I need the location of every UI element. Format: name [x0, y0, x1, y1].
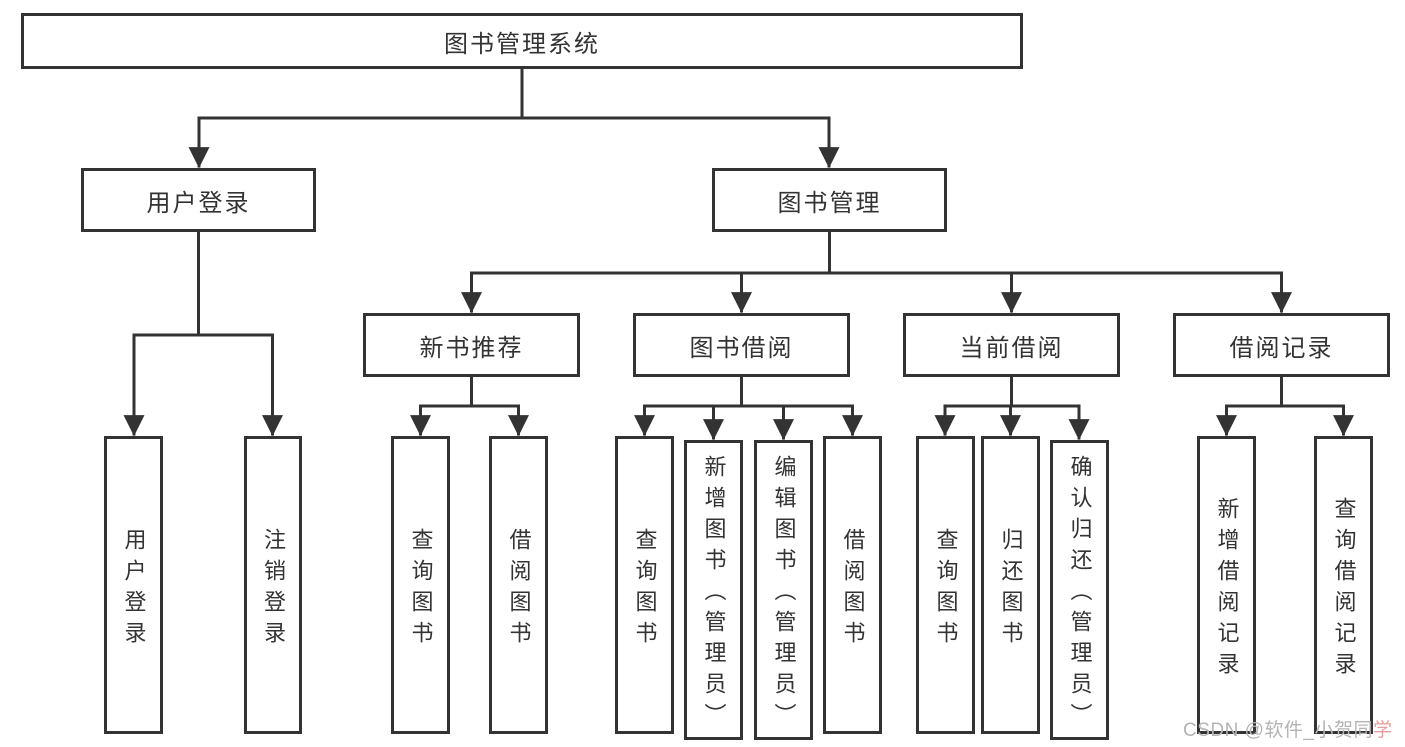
node-label: 注销登录	[261, 527, 286, 652]
leaf-bb-add-books-admin: 新增图书（管理员）	[684, 440, 743, 740]
group-current-borrow: 当前借阅	[903, 313, 1120, 377]
node-label: 查询借阅记录	[1331, 496, 1357, 683]
leaf-bb-query-books: 查询图书	[615, 436, 674, 734]
group-borrow-records: 借阅记录	[1173, 313, 1390, 377]
watermark-text: CSDN @软件_小贺同	[1183, 720, 1373, 741]
node-label: 用户登录	[121, 527, 147, 652]
node-label: 编辑图书（管理员）	[771, 455, 797, 734]
group-new-book-recommend: 新书推荐	[363, 313, 580, 377]
node-label: 确认归还（管理员）	[1067, 455, 1093, 734]
leaf-cb-confirm-return-admin: 确认归还（管理员）	[1050, 440, 1109, 740]
node-label: 借阅图书	[840, 527, 866, 652]
node-label: 当前借阅	[959, 334, 1064, 362]
node-label: 借阅图书	[506, 527, 532, 652]
node-label: 查询图书	[632, 527, 658, 652]
node-label: 新增借阅记录	[1214, 496, 1240, 683]
branch-user-login: 用户登录	[81, 168, 316, 232]
leaf-cb-return-books: 归还图书	[981, 436, 1040, 734]
node-label: 图书管理系统	[444, 30, 600, 58]
node-label: 查询图书	[408, 527, 434, 652]
node-label: 新书推荐	[419, 334, 524, 362]
branch-book-management: 图书管理	[712, 168, 947, 232]
node-library-management-system: 图书管理系统	[21, 13, 1023, 69]
leaf-nbr-borrow-books: 借阅图书	[489, 436, 548, 734]
csdn-watermark: CSDN @软件_小贺同学	[1183, 715, 1393, 742]
leaf-br-add-borrow-record: 新增借阅记录	[1197, 436, 1256, 734]
leaf-nbr-query-books: 查询图书	[391, 436, 450, 734]
node-label: 借阅记录	[1229, 334, 1334, 362]
leaf-cb-query-books: 查询图书	[916, 436, 975, 734]
leaf-logout: 注销登录	[244, 436, 302, 734]
node-label: 用户登录	[146, 189, 251, 217]
node-label: 图书管理	[777, 189, 882, 217]
group-book-borrow: 图书借阅	[633, 313, 850, 377]
node-label: 图书借阅	[689, 334, 794, 362]
leaf-br-query-borrow-record: 查询借阅记录	[1314, 436, 1373, 734]
leaf-bb-edit-books-admin: 编辑图书（管理员）	[754, 440, 813, 740]
watermark-text-accent: 学	[1372, 720, 1393, 741]
node-label: 归还图书	[998, 527, 1024, 652]
leaf-user-login: 用户登录	[104, 436, 163, 734]
leaf-bb-borrow-books: 借阅图书	[823, 436, 882, 734]
node-label: 查询图书	[933, 527, 959, 652]
node-label: 新增图书（管理员）	[701, 455, 727, 734]
